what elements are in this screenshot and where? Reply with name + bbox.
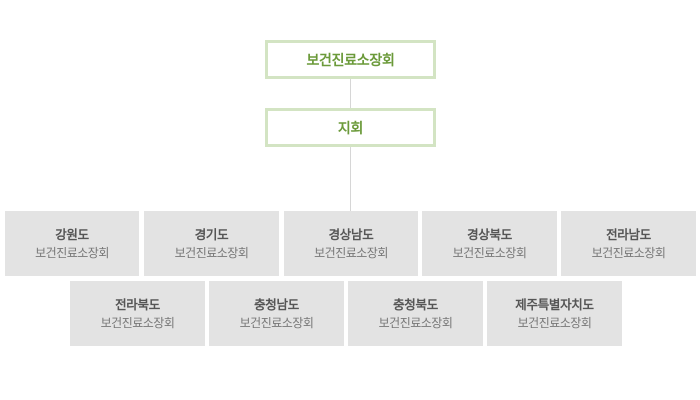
- province-sub: 보건진료소장회: [35, 245, 109, 260]
- province-name: 경상남도: [328, 226, 374, 242]
- province-sub: 보건진료소장회: [314, 245, 388, 260]
- root-node-label: 보건진료소장회: [306, 52, 395, 69]
- province-node-jeonbuk: 전라북도 보건진료소장회: [70, 281, 205, 346]
- province-name: 경상북도: [467, 226, 512, 242]
- province-sub: 보건진료소장회: [591, 245, 666, 260]
- province-name: 전라남도: [606, 226, 651, 242]
- connector-branch-provinces: [350, 147, 351, 211]
- province-node-jeju: 제주특별자치도 보건진료소장회: [487, 281, 622, 346]
- province-name: 충청남도: [254, 296, 299, 312]
- province-sub: 보건진료소장회: [452, 245, 527, 260]
- province-name: 강원도: [55, 226, 89, 242]
- province-sub: 보건진료소장회: [517, 315, 592, 330]
- province-name: 충청북도: [393, 296, 438, 312]
- connector-root-branch: [350, 79, 351, 108]
- province-node-gyeongbuk: 경상북도 보건진료소장회: [422, 211, 557, 276]
- branch-node: 지회: [265, 108, 436, 147]
- province-node-chungbuk: 충청북도 보건진료소장회: [348, 281, 483, 346]
- province-sub: 보건진료소장회: [174, 245, 249, 260]
- province-node-gyeongnam: 경상남도 보건진료소장회: [284, 211, 418, 276]
- province-node-chungnam: 충청남도 보건진료소장회: [209, 281, 344, 346]
- province-sub: 보건진료소장회: [378, 315, 453, 330]
- province-name: 전라북도: [115, 296, 160, 312]
- root-node: 보건진료소장회: [265, 40, 436, 79]
- province-sub: 보건진료소장회: [100, 315, 175, 330]
- branch-node-label: 지회: [337, 120, 364, 137]
- province-node-gyeonggi: 경기도 보건진료소장회: [144, 211, 279, 276]
- province-node-gangwon: 강원도 보건진료소장회: [5, 211, 139, 276]
- province-node-jeonnam: 전라남도 보건진료소장회: [561, 211, 696, 276]
- province-name: 경기도: [194, 226, 229, 242]
- province-name: 제주특별자치도: [515, 296, 594, 312]
- province-sub: 보건진료소장회: [239, 315, 314, 330]
